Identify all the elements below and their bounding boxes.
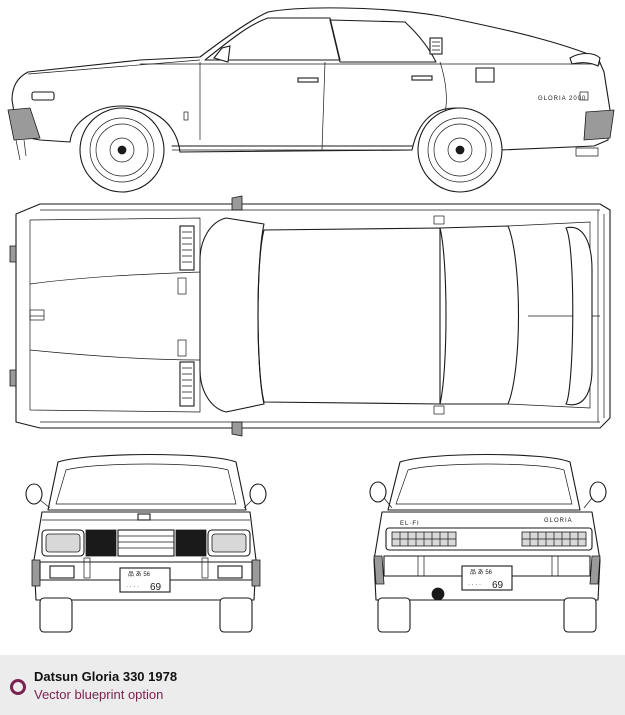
top-rear-window xyxy=(439,225,520,405)
caption-title: Datsun Gloria 330 1978 xyxy=(34,669,178,684)
front-wheel xyxy=(79,107,165,193)
front-fog-right xyxy=(217,565,243,579)
rear-door-handle xyxy=(411,75,433,81)
rear-bumper-side xyxy=(583,109,615,141)
front-fog-left xyxy=(49,565,75,579)
front-greenhouse xyxy=(47,453,247,511)
svg-text:· · · ·: · · · · xyxy=(468,582,481,588)
front-view: 品 あ 56 · · · · 69 xyxy=(25,453,267,633)
rear-tire-left xyxy=(377,597,411,633)
rear-emblem-right: GLORIA xyxy=(544,518,573,524)
blueprint-svg: GLORIA 2000 xyxy=(7,7,615,633)
hood-vent-left xyxy=(179,225,195,271)
rear-emblem-left: EL·FI xyxy=(400,521,420,527)
front-tire-right xyxy=(219,597,253,633)
front-mirror-right xyxy=(243,483,267,509)
front-bumper-side xyxy=(7,107,41,141)
side-emblem: GLORIA 2000 xyxy=(538,96,586,102)
side-rear-window xyxy=(329,19,437,63)
hood-vent-right xyxy=(179,361,195,407)
rear-tire-right xyxy=(563,597,597,633)
side-mirror xyxy=(213,45,231,63)
rear-mirror-right xyxy=(583,481,607,509)
side-headlight xyxy=(31,91,55,101)
caption-bar: Datsun Gloria 330 1978 Vector blueprint … xyxy=(0,655,625,715)
side-greenhouse xyxy=(204,17,341,61)
svg-text:品 あ 56: 品 あ 56 xyxy=(470,569,493,576)
side-view: GLORIA 2000 xyxy=(7,7,615,193)
fuel-door xyxy=(475,67,495,83)
front-tire-left xyxy=(39,597,73,633)
svg-text:· · · ·: · · · · xyxy=(126,584,139,590)
front-mirror-left xyxy=(25,483,51,509)
top-body-outline xyxy=(15,203,611,429)
svg-text:品 あ 56: 品 あ 56 xyxy=(128,571,151,578)
front-grille xyxy=(41,529,251,557)
rear-greenhouse xyxy=(387,453,581,511)
rear-wheel xyxy=(417,107,503,193)
rear-taillights xyxy=(385,527,593,551)
top-view xyxy=(9,195,611,437)
top-rear-spoiler xyxy=(565,226,593,406)
rear-license-plate: 品 あ 56 · · · · 69 xyxy=(461,565,513,591)
rear-view: EL·FI GLORIA 品 あ 56 · · · · 69 xyxy=(369,453,607,633)
blueprint-drawing: GLORIA 2000 xyxy=(7,7,615,633)
svg-text:69: 69 xyxy=(150,582,162,593)
rear-mirror-left xyxy=(369,481,393,509)
front-door-handle xyxy=(297,77,319,83)
top-mirror-left xyxy=(231,195,243,211)
svg-text:69: 69 xyxy=(492,580,504,591)
top-roof xyxy=(257,227,441,405)
front-license-plate: 品 あ 56 · · · · 69 xyxy=(119,567,171,593)
caption-bullet-icon xyxy=(10,679,26,695)
caption-subtitle[interactable]: Vector blueprint option xyxy=(34,687,164,702)
top-windshield xyxy=(199,217,265,413)
exhaust-pipe xyxy=(431,587,445,601)
top-mirror-right xyxy=(231,421,243,437)
